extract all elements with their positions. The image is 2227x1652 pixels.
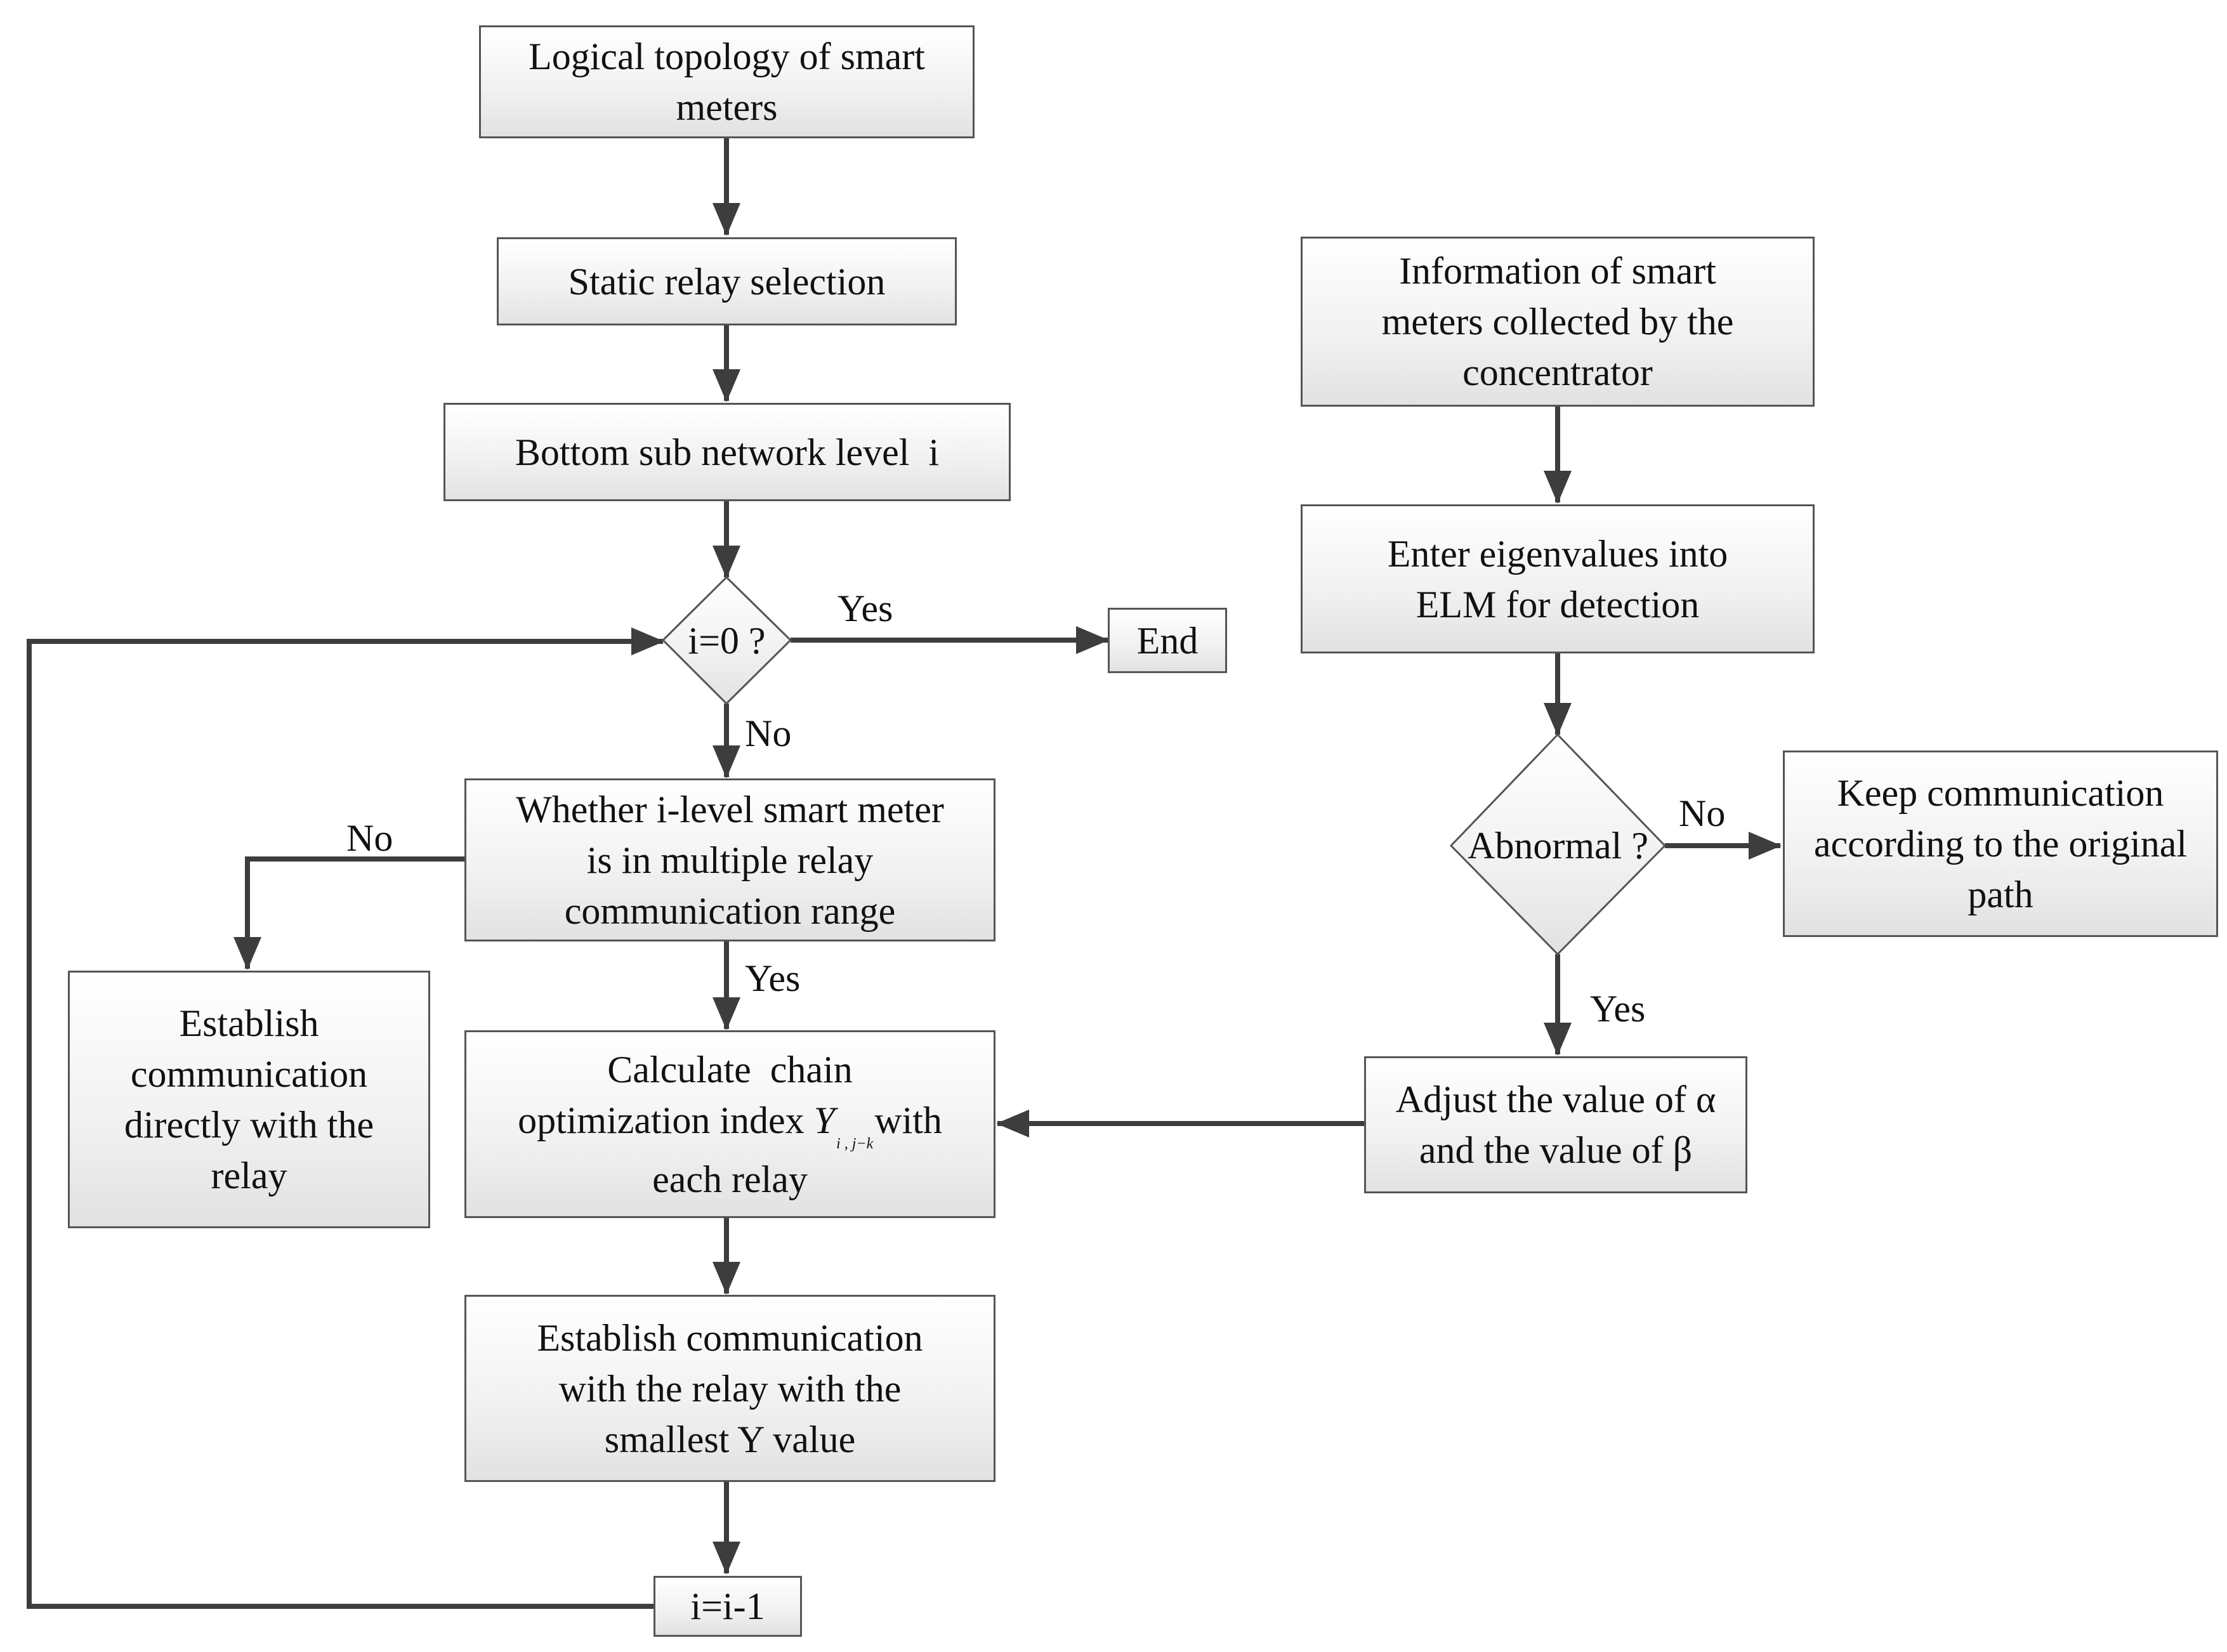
static-relay-box: Static relay selection (497, 237, 957, 325)
keep-communication-box: Keep communication according to the orig… (1783, 751, 2218, 937)
edge-label-abnormal-yes: Yes (1590, 988, 1646, 1030)
arrow-decrement-loop-back (27, 627, 664, 1609)
decrement-i-box: i=i-1 (654, 1576, 802, 1637)
calculate-index-line3: each relay (652, 1158, 808, 1200)
enter-eigenvalues-box: Enter eigenvalues into ELM for detection (1301, 504, 1815, 653)
establish-smallest-y-box: Establish communication with the relay w… (464, 1295, 995, 1482)
end-box: End (1108, 608, 1227, 673)
calculate-index-text: Calculate chain optimization index Yi , … (518, 1044, 942, 1205)
adjust-values-box: Adjust the value of α and the value of β (1364, 1056, 1747, 1193)
info-collected-label: Information of smart meters collected by… (1381, 250, 1734, 393)
edge-label-abnormal-no: No (1679, 792, 1726, 834)
chain-index-symbol: Y (813, 1099, 836, 1141)
chain-index-subscript: i , j−k (836, 1135, 874, 1152)
info-collected-box: Information of smart meters collected by… (1301, 237, 1815, 407)
edge-label-i0-no: No (745, 712, 792, 754)
calculate-index-line1: Calculate chain (607, 1048, 853, 1091)
edge-label-i0-yes: Yes (838, 587, 893, 629)
establish-directly-box: Establish communication directly with th… (68, 971, 430, 1228)
bottom-subnetwork-label: Bottom sub network level i (515, 431, 940, 473)
decision-i0-diamond (661, 575, 792, 705)
calculate-index-box: Calculate chain optimization index Yi , … (464, 1030, 995, 1218)
logical-topology-label: Logical topology of smart meters (529, 36, 925, 128)
establish-directly-label: Establish communication directly with th… (124, 1002, 374, 1196)
static-relay-label: Static relay selection (568, 260, 886, 303)
edge-label-range-yes: Yes (745, 957, 801, 999)
calculate-index-prefix: optimization index (518, 1099, 805, 1141)
arrow-range-no-to-direct (233, 856, 464, 970)
logical-topology-box: Logical topology of smart meters (479, 25, 975, 138)
decision-abnormal-label: Abnormal ? (1468, 824, 1648, 867)
calculate-index-suffix: with (874, 1099, 942, 1141)
calculate-index-line2: optimization index Yi , j−kwith (518, 1095, 942, 1154)
range-check-box: Whether i-level smart meter is in multip… (464, 778, 995, 941)
decision-i0-label: i=0 ? (688, 619, 766, 662)
edge-label-range-no: No (346, 817, 393, 859)
bottom-subnetwork-box: Bottom sub network level i (443, 403, 1011, 501)
decision-abnormal-diamond (1449, 733, 1667, 956)
establish-smallest-y-label: Establish communication with the relay w… (537, 1316, 923, 1460)
range-check-label: Whether i-level smart meter is in multip… (516, 788, 944, 932)
enter-eigenvalues-label: Enter eigenvalues into ELM for detection (1387, 532, 1728, 626)
keep-communication-label: Keep communication according to the orig… (1813, 772, 2188, 915)
adjust-values-label: Adjust the value of α and the value of β (1395, 1078, 1716, 1171)
end-label: End (1136, 619, 1199, 662)
decrement-i-label: i=i-1 (690, 1585, 765, 1627)
